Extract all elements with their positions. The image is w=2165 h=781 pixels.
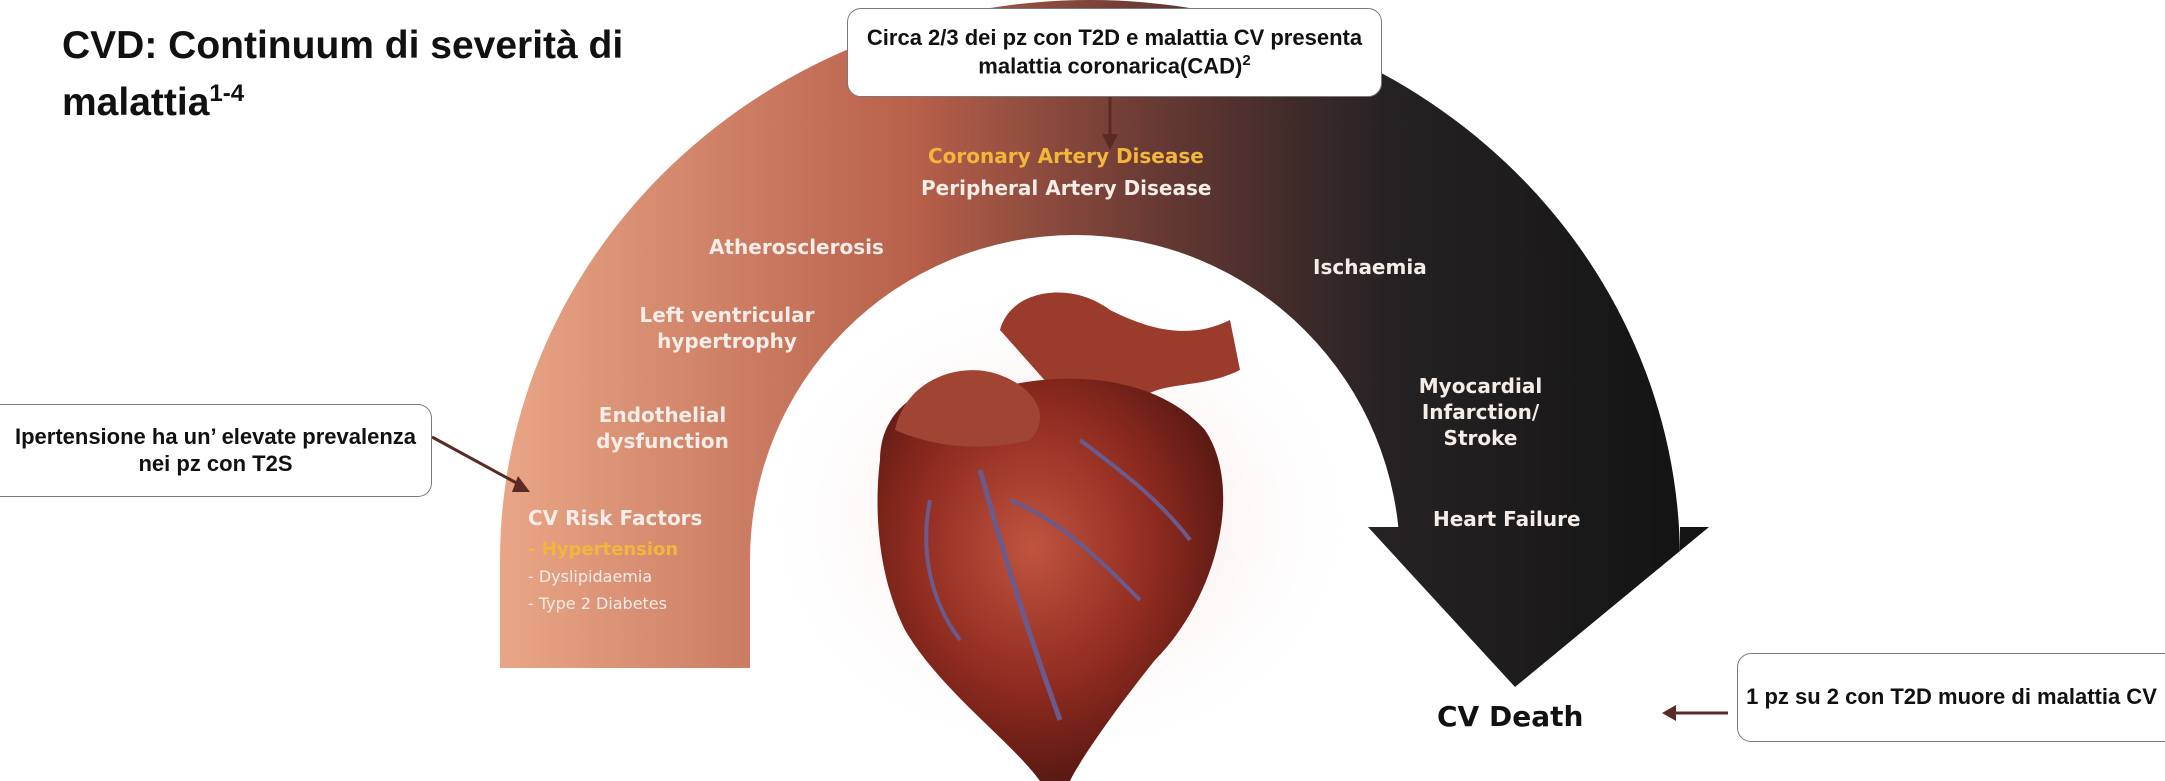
callout-right: 1 pz su 2 con T2D muore di malattia CV	[1737, 653, 2165, 742]
label-coronary-artery-disease: Coronary Artery Disease	[928, 143, 1204, 169]
label-ischaemia: Ischaemia	[1313, 254, 1427, 280]
risk-factors-title: CV Risk Factors	[528, 506, 702, 530]
arrowhead	[1662, 705, 1676, 721]
label-left-ventricular-hypertrophy: Left ventricular hypertrophy	[617, 302, 837, 354]
callout-left: Ipertensione ha un’ elevate prevalenza n…	[0, 404, 432, 497]
label-cv-death: CV Death	[1437, 700, 1583, 733]
risk-item-hypertension: - Hypertension	[528, 536, 702, 563]
callout-top: Circa 2/3 dei pz con T2D e malattia CV p…	[847, 8, 1382, 97]
page-title: CVD: Continuum di severità di malattia1-…	[62, 22, 762, 127]
label-myocardial-infarction-stroke: Myocardial Infarction/ Stroke	[1408, 373, 1553, 451]
label-heart-failure: Heart Failure	[1433, 506, 1581, 532]
label-peripheral-artery-disease: Peripheral Artery Disease	[921, 175, 1211, 201]
risk-item-dyslipidaemia: - Dyslipidaemia	[528, 563, 702, 590]
risk-factors-list: CV Risk Factors - Hypertension - Dyslipi…	[528, 506, 702, 617]
risk-item-type2-diabetes: - Type 2 Diabetes	[528, 590, 702, 617]
heart-illustration	[750, 270, 1370, 781]
label-endothelial-dysfunction: Endothelial dysfunction	[580, 402, 745, 454]
label-atherosclerosis: Atherosclerosis	[709, 234, 884, 260]
left-callout-arrow	[432, 437, 522, 486]
